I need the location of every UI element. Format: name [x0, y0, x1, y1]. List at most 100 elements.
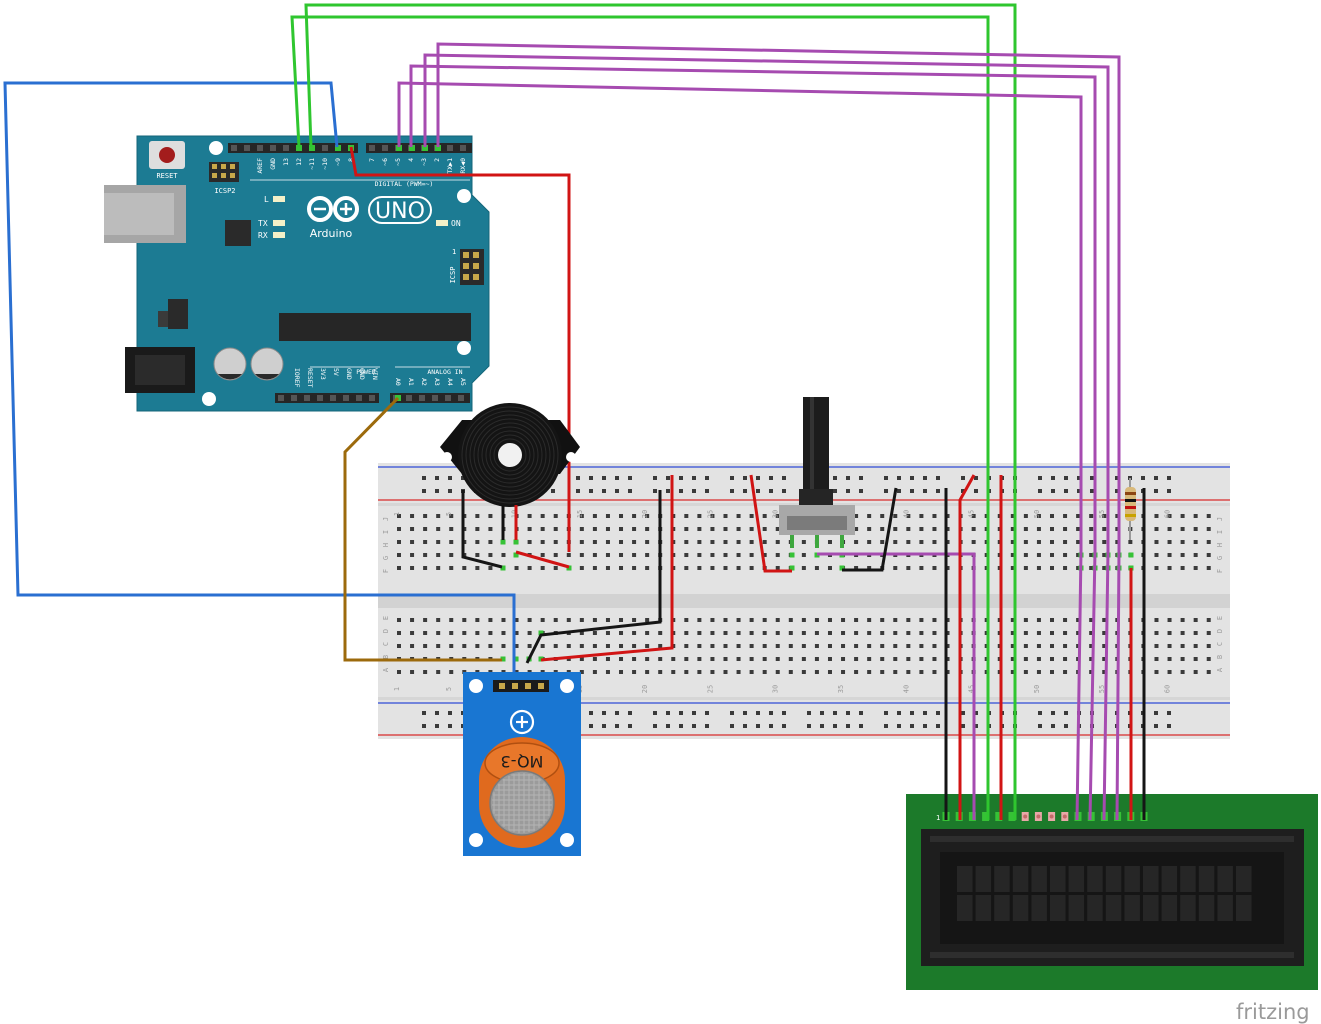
breadboard-hole: [919, 657, 924, 661]
lcd-pin-pad: [1023, 814, 1028, 819]
breadboard-hole: [436, 514, 441, 518]
breadboard-hole: [619, 670, 624, 674]
breadboard-hole: [1063, 618, 1068, 622]
breadboard-hole: [449, 514, 454, 518]
rail-hole: [923, 476, 927, 480]
breadboard-hole: [605, 618, 610, 622]
breadboard-hole: [605, 644, 610, 648]
wire-purple-pot-to-lcd[interactable]: [817, 552, 976, 820]
bb-row-label-right: C: [1216, 642, 1224, 646]
rail-hole: [807, 711, 811, 715]
buzzer-ring: [489, 434, 531, 476]
breadboard-hole: [814, 618, 819, 622]
wire-red-pin8-to-buzzer[interactable]: [349, 146, 571, 552]
breadboard-hole: [867, 670, 872, 674]
breadboard-hole: [1102, 657, 1107, 661]
lcd-character-cells: [957, 866, 1252, 921]
breadboard-hole: [736, 527, 741, 531]
breadboard-bottom-divider: [378, 697, 1230, 700]
voltage-regulator: [168, 299, 188, 329]
breadboard-hole: [514, 631, 519, 635]
wire-purple-pin3-to-lcd[interactable]: [423, 53, 1110, 821]
breadboard-hole: [1023, 540, 1028, 544]
wire-black-pot-gnd[interactable]: [842, 487, 898, 572]
lcd-character-cell: [1124, 895, 1140, 921]
breadboard-hole: [1206, 644, 1211, 648]
breadboard-hole: [632, 527, 637, 531]
breadboard-hole: [1193, 657, 1198, 661]
lcd-character-cell: [1161, 866, 1178, 892]
bb-row-label-right: H: [1216, 543, 1224, 547]
rail-hole: [897, 711, 901, 715]
breadboard-hole: [854, 566, 859, 570]
breadboard-hole: [605, 527, 610, 531]
breadboard-hole: [788, 670, 793, 674]
breadboard-hole: [775, 527, 780, 531]
reset-button-cap[interactable]: [159, 147, 175, 163]
breadboard-hole: [932, 670, 937, 674]
breadboard-hole: [553, 618, 558, 622]
breadboard-center-gutter: [378, 594, 1230, 608]
breadboard-hole: [749, 631, 754, 635]
wire-purple-pin4-to-lcd[interactable]: [409, 64, 1097, 821]
breadboard-hole: [710, 644, 715, 648]
rail-hole: [923, 724, 927, 728]
digital-pin-label: AREF: [256, 158, 264, 174]
breadboard-hole: [1089, 514, 1094, 518]
rail-hole: [1051, 724, 1055, 728]
wire-red-buzzer[interactable]: [515, 550, 570, 569]
header-pin: [382, 145, 388, 151]
breadboard-hole: [514, 618, 519, 622]
bb-row-label-left: A: [382, 667, 390, 672]
wire-red-lcd-vdd[interactable]: [958, 474, 976, 820]
breadboard-hole: [1010, 514, 1015, 518]
breadboard-hole: [775, 644, 780, 648]
breadboard-hole: [710, 618, 715, 622]
breadboard-hole: [749, 553, 754, 557]
breadboard-hole: [1154, 631, 1159, 635]
wire-green-pin11-to-lcd[interactable]: [304, 3, 1017, 820]
breadboard-hole: [880, 527, 885, 531]
breadboard-hole: [893, 527, 898, 531]
wire-brown-a0-to-sensor[interactable]: [343, 396, 502, 662]
breadboard-hole: [1180, 618, 1185, 622]
rail-hole: [1064, 724, 1068, 728]
bb-column-number-top: 45: [968, 510, 976, 518]
breadboard-hole: [527, 514, 532, 518]
breadboard-hole: [1102, 514, 1107, 518]
breadboard-hole: [775, 670, 780, 674]
rail-hole: [1167, 476, 1171, 480]
breadboard-hole: [436, 527, 441, 531]
wire-blue-pin9-to-sensor[interactable]: [3, 81, 516, 686]
wire-green-pin12-to-lcd[interactable]: [290, 15, 990, 820]
analog-pin-label: A5: [459, 378, 467, 386]
breadboard-hole: [762, 618, 767, 622]
breadboard-hole: [1180, 514, 1185, 518]
breadboard-hole: [775, 514, 780, 518]
breadboard-hole: [449, 631, 454, 635]
breadboard-hole: [880, 631, 885, 635]
lcd-character-cell: [1180, 895, 1196, 921]
breadboard-hole: [1063, 631, 1068, 635]
rail-hole: [422, 711, 426, 715]
rail-hole: [743, 724, 747, 728]
rail-hole: [602, 476, 606, 480]
rail-hole: [769, 724, 773, 728]
rail-hole: [666, 724, 670, 728]
breadboard-hole: [1180, 631, 1185, 635]
breadboard-hole: [423, 618, 428, 622]
breadboard-hole: [1076, 566, 1081, 570]
breadboard-hole: [436, 670, 441, 674]
buzzer-center: [498, 443, 522, 467]
wire-purple-pin5-to-lcd[interactable]: [397, 81, 1083, 821]
rail-hole: [756, 711, 760, 715]
breadboard-hole: [579, 657, 584, 661]
wire-red-rail-to-sensor[interactable]: [540, 475, 674, 662]
uno-badge: [368, 196, 432, 224]
wire-purple-pin2-to-lcd[interactable]: [436, 42, 1121, 821]
wire-black-buzzer-gnd[interactable]: [461, 490, 503, 569]
wire-black-rail-to-sensor[interactable]: [525, 490, 662, 664]
wire-red-pot[interactable]: [749, 474, 792, 573]
rail-hole: [1154, 711, 1158, 715]
breadboard-hole: [1154, 644, 1159, 648]
